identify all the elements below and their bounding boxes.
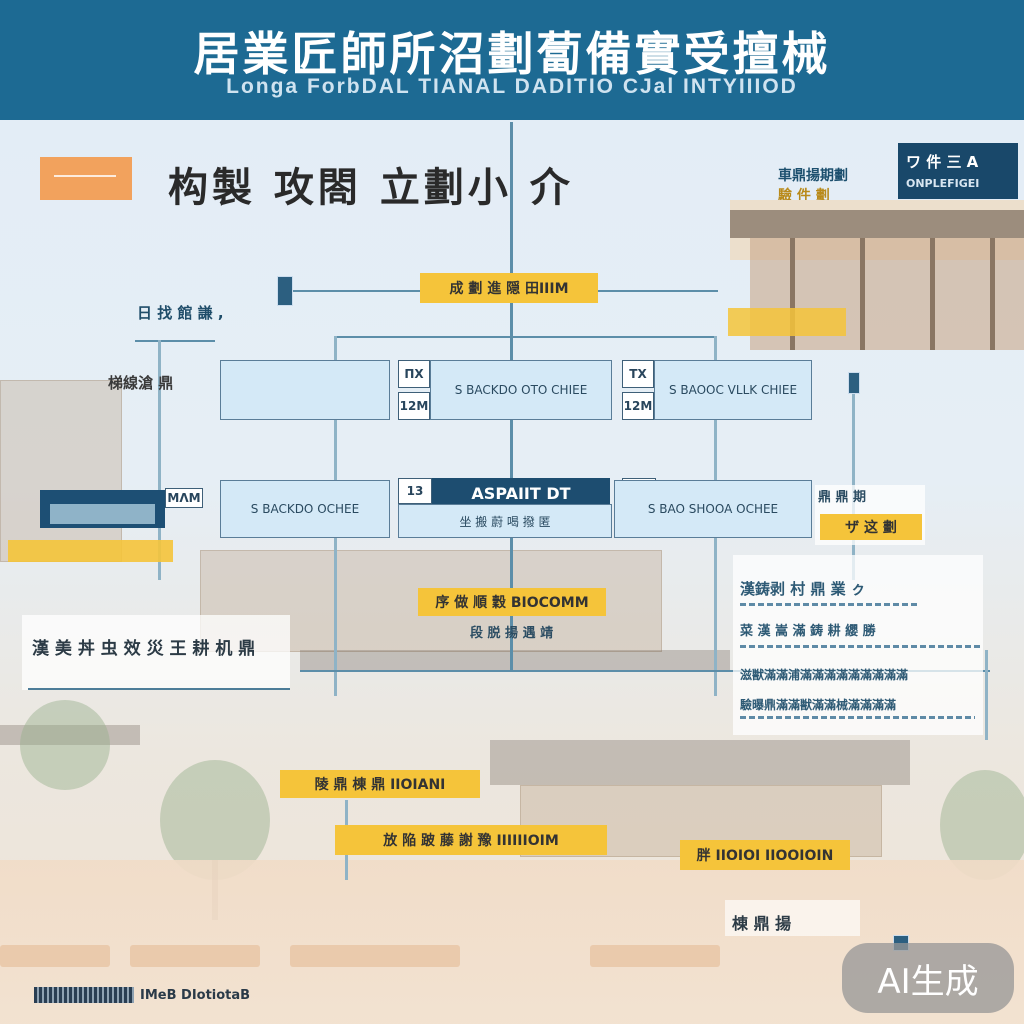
box-row1-center: S BACKDO OTO CHIEE	[430, 360, 612, 420]
background-bench	[0, 945, 110, 967]
box-row1-left	[220, 360, 390, 420]
background-building-left	[0, 380, 122, 562]
tag-row1-center-bottom: 12M	[398, 392, 430, 420]
left-label-1: 日 找 館 謙 ,	[137, 304, 224, 322]
tag-row1-right-bottom: 12M	[622, 392, 654, 420]
right-label-1: 鼎 鼎 期	[818, 490, 867, 505]
connector-line	[135, 340, 215, 342]
bottom-right-panel	[725, 900, 860, 936]
tag-row1-center-top: ΠΧ	[398, 360, 430, 388]
bottom-yellow-node-2: 放 陥 跛 藤 謝 豫 IIIIIIOIM	[335, 825, 607, 855]
box-row2-right: S BAO SHOOA OCHEE	[614, 480, 812, 538]
footer-logo	[34, 987, 134, 1003]
middle-yellow-sub: 段 脱 揚 遇 靖	[470, 626, 554, 641]
tag-row2-center: 13	[398, 478, 432, 504]
background-roof-left	[0, 725, 140, 745]
right-panel-dash	[740, 716, 975, 719]
background-bench	[130, 945, 260, 967]
box-row1-right: S BAOOC VLLK CHIEE	[654, 360, 812, 420]
header-banner: 居業匠師所沼劃蔔備實受擅械 Longa ForbDAL TIANAL DADIT…	[0, 0, 1024, 120]
photo-inset-yellow-tag	[728, 308, 846, 336]
bottom-yellow-node-1: 陵 鼎 棟 鼎 IIOIANI	[280, 770, 480, 798]
main-title: 构製 攻閤 立劃小 介	[168, 164, 574, 211]
footer-text: IMeB DIotiotaB	[140, 988, 251, 1003]
background-bench	[290, 945, 460, 967]
header-title: 居業匠師所沼劃蔔備實受擅械	[193, 27, 831, 81]
small-node	[277, 276, 293, 306]
connector-line	[598, 290, 718, 292]
navy-center-node: ASPAIIT DT	[432, 478, 610, 508]
ai-generated-watermark: AI生成	[842, 943, 1014, 1013]
tag-row1-right-top: ΤΧ	[622, 360, 654, 388]
top-right-line-1: 車鼎揚期劃	[778, 168, 848, 184]
right-panel-dash	[740, 603, 920, 606]
right-panel-line-4: 驗曝鼎滿滿獣滿滿械滿滿滿滿	[740, 698, 897, 712]
connector-line	[300, 670, 990, 672]
left-label-2: 梯線滄 鼎	[108, 374, 174, 392]
right-yellow-node: ザ 这 劃	[820, 514, 922, 540]
background-roof-pavilion	[490, 740, 910, 785]
top-right-badge-main: ワ 件 三 A	[906, 153, 979, 171]
header-subtitle: Longa ForbDAL TIANAL DADITIO CJal INTYII…	[226, 75, 798, 98]
background-tree	[20, 700, 110, 790]
left-text-panel	[22, 615, 290, 690]
connector-line	[290, 290, 420, 292]
orange-badge	[40, 157, 132, 200]
background-bench	[590, 945, 720, 967]
top-right-badge-sub: ONPLEFIGEI	[906, 177, 980, 190]
top-right-badge: ワ 件 三 A ONPLEFIGEI	[898, 143, 1018, 199]
right-panel-dash	[740, 645, 980, 648]
connector-line	[334, 336, 714, 338]
background-roof-center	[300, 650, 730, 672]
connector-line	[158, 340, 161, 580]
middle-yellow-node: 序 做 順 穀 BIOCOMM	[418, 588, 606, 616]
left-inset-yellow-bar	[8, 540, 173, 562]
bottom-right-label: 棟 鼎 揚	[732, 914, 792, 933]
box-row2-left: S BACKDO OCHEE	[220, 480, 390, 538]
right-panel-line-2: 菜 漢 嵩 滿 鋳 耕 纓 勝	[740, 624, 876, 639]
small-node	[848, 372, 860, 394]
top-yellow-node: 成 劃 進 隠 田IIIM	[420, 273, 598, 303]
left-inset-photo	[40, 490, 165, 528]
bottom-yellow-node-right: 胖 IIOIOI IIOOIOIN	[680, 840, 850, 870]
left-inset-tag: ΜΛΜ	[165, 488, 203, 508]
connector-line	[852, 380, 855, 580]
left-panel-underline	[28, 688, 290, 690]
right-panel-line-1: 漢鋳剥 村 鼎 業 ㇰ	[740, 580, 866, 598]
left-panel-text: 漢 美 丼 虫 效 災 王 耕 机 鼎	[32, 639, 256, 659]
right-panel-line-3: 滋獣滿滿浦滿滿滿滿滿滿滿滿滿	[740, 668, 909, 682]
box-row2-center: 坐 搬 蔚 喝 撥 匿	[398, 504, 612, 538]
connector-line	[985, 650, 988, 740]
